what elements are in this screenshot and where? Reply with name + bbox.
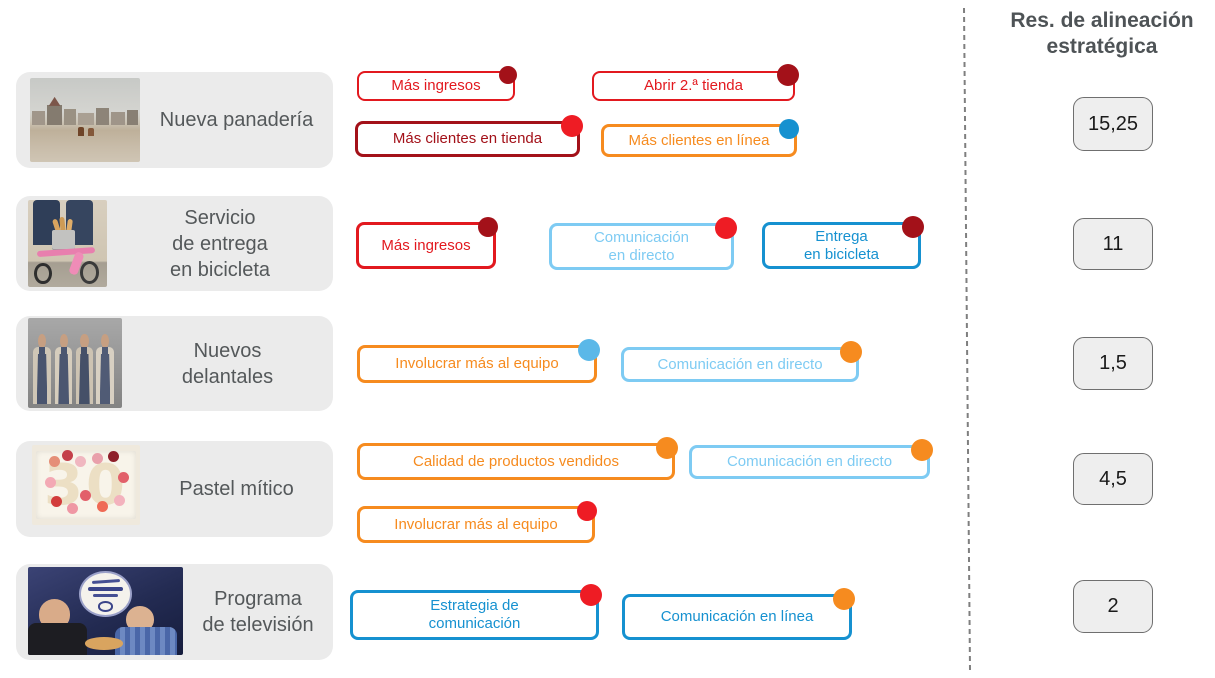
beach-town-photo bbox=[30, 78, 140, 162]
objective-tag[interactable]: Más ingresos bbox=[357, 66, 517, 101]
tag-score-dot bbox=[478, 217, 498, 237]
tag-label: Comunicación en directo bbox=[657, 355, 823, 373]
tag-label: Calidad de productos vendidos bbox=[413, 452, 619, 470]
project-label: Nueva panadería bbox=[159, 109, 314, 131]
alignment-score: 15,25 bbox=[1073, 97, 1153, 151]
objective-tag[interactable]: Comunicación en directo bbox=[689, 439, 933, 479]
objective-tag[interactable]: Más clientes en línea bbox=[601, 119, 799, 157]
tag-label: Abrir 2.ª tienda bbox=[644, 77, 743, 94]
objective-tag[interactable]: Entrega en bicicleta bbox=[762, 216, 924, 269]
objective-tag[interactable]: Comunicación en línea bbox=[622, 588, 855, 640]
tag-label: Estrategia de comunicación bbox=[428, 597, 521, 632]
tag-label: Más clientes en línea bbox=[628, 131, 770, 149]
project-label: Programa de televisión bbox=[202, 588, 314, 636]
tag-label: Entrega en bicicleta bbox=[803, 227, 880, 263]
alignment-score: 1,5 bbox=[1073, 337, 1153, 390]
alignment-score: 4,5 bbox=[1073, 453, 1153, 505]
tag-score-dot bbox=[561, 115, 583, 137]
tag-label: Involucrar más al equipo bbox=[395, 355, 559, 372]
tag-score-dot bbox=[840, 341, 862, 363]
tag-label: Más ingresos bbox=[381, 236, 471, 254]
tv-show-photo bbox=[28, 567, 183, 655]
alignment-result-header: Res. de alineación estratégica bbox=[1010, 9, 1194, 59]
objective-tag[interactable]: Involucrar más al equipo bbox=[357, 339, 600, 383]
tag-label: Involucrar más al equipo bbox=[394, 515, 558, 533]
objective-tag[interactable]: Abrir 2.ª tienda bbox=[592, 64, 799, 101]
tag-score-dot bbox=[580, 584, 602, 606]
project-label: Pastel mítico bbox=[179, 478, 294, 500]
tag-score-dot bbox=[911, 439, 933, 461]
alignment-score: 2 bbox=[1073, 580, 1153, 633]
tag-score-dot bbox=[656, 437, 678, 459]
tag-score-dot bbox=[777, 64, 799, 86]
objective-tag[interactable]: Estrategia de comunicación bbox=[350, 584, 602, 640]
objective-tag[interactable]: Comunicación en directo bbox=[621, 341, 862, 382]
tag-score-dot bbox=[578, 339, 600, 361]
tag-score-dot bbox=[779, 119, 799, 139]
project-label: Servicio de entrega en bicicleta bbox=[169, 206, 271, 281]
tag-label: Más ingresos bbox=[391, 77, 481, 94]
pink-cargo-bike-photo bbox=[28, 200, 107, 287]
alignment-score: 11 bbox=[1073, 218, 1153, 270]
tag-score-dot bbox=[577, 501, 597, 521]
cake-30-photo: 30 bbox=[32, 445, 140, 525]
objective-tag[interactable]: Calidad de productos vendidos bbox=[357, 437, 678, 480]
tag-label: Comunicación en directo bbox=[726, 453, 893, 470]
team-aprons-photo bbox=[28, 318, 122, 408]
tag-score-dot bbox=[833, 588, 855, 610]
objective-tag[interactable]: Involucrar más al equipo bbox=[357, 501, 597, 543]
tag-score-dot bbox=[499, 66, 517, 84]
project-label: Nuevos delantales bbox=[181, 339, 274, 388]
tag-score-dot bbox=[902, 216, 924, 238]
tag-label: Comunicación en directo bbox=[593, 228, 690, 264]
objective-tag[interactable]: Comunicación en directo bbox=[549, 217, 737, 270]
objective-tag[interactable]: Más clientes en tienda bbox=[355, 115, 583, 157]
tag-score-dot bbox=[715, 217, 737, 239]
tag-label: Comunicación en línea bbox=[660, 608, 814, 625]
tag-label: Más clientes en tienda bbox=[392, 130, 543, 147]
objective-tag[interactable]: Más ingresos bbox=[356, 217, 498, 269]
